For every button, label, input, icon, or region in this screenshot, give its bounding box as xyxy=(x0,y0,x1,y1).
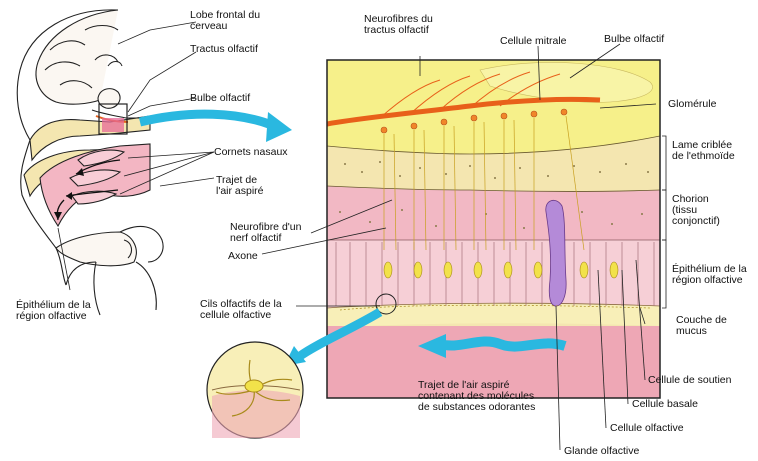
head-section xyxy=(17,10,163,315)
label-neurofibre-nerf: Neurofibre d'un nerf olfactif xyxy=(230,222,301,244)
label-cellule-olfactive: Cellule olfactive xyxy=(610,423,684,434)
label-cellule-soutien: Cellule de soutien xyxy=(648,375,731,386)
label-epithelium-left: Épithélium de la région olfactive xyxy=(16,300,91,322)
label-trajet-air: Trajet de l'air aspiré xyxy=(216,175,264,197)
label-bulbe-olfactif-top: Bulbe olfactif xyxy=(604,34,664,45)
layer-brackets xyxy=(662,136,666,308)
label-lame-criblee: Lame criblée de l'ethmoïde xyxy=(672,140,735,162)
label-cornets-nasaux: Cornets nasaux xyxy=(214,147,288,158)
magnified-region xyxy=(327,60,660,398)
label-chorion: Chorion (tissu conjonctif) xyxy=(672,194,720,227)
label-cils-olfactifs: Cils olfactifs de la cellule olfactive xyxy=(200,299,282,321)
label-cellule-mitrale: Cellule mitrale xyxy=(500,36,567,47)
label-trajet-air-odorantes: Trajet de l'air aspiré contenant des mol… xyxy=(418,380,535,413)
label-lobe-frontal: Lobe frontal du cerveau xyxy=(190,10,260,32)
label-bulbe-olfactif-left: Bulbe olfactif xyxy=(190,93,250,104)
magnify-arrow xyxy=(140,112,292,142)
label-glande-olfactive: Glande olfactive xyxy=(564,446,639,457)
label-axone: Axone xyxy=(228,251,258,262)
label-neurofibres-tractus: Neurofibres du tractus olfactif xyxy=(364,14,433,36)
label-epithelium-right: Épithélium de la région olfactive xyxy=(672,264,747,286)
label-glomerule: Glomérule xyxy=(668,99,716,110)
label-couche-mucus: Couche de mucus xyxy=(676,315,727,337)
label-tractus-olfactif: Tractus olfactif xyxy=(190,44,258,55)
label-cellule-basale: Cellule basale xyxy=(632,399,698,410)
